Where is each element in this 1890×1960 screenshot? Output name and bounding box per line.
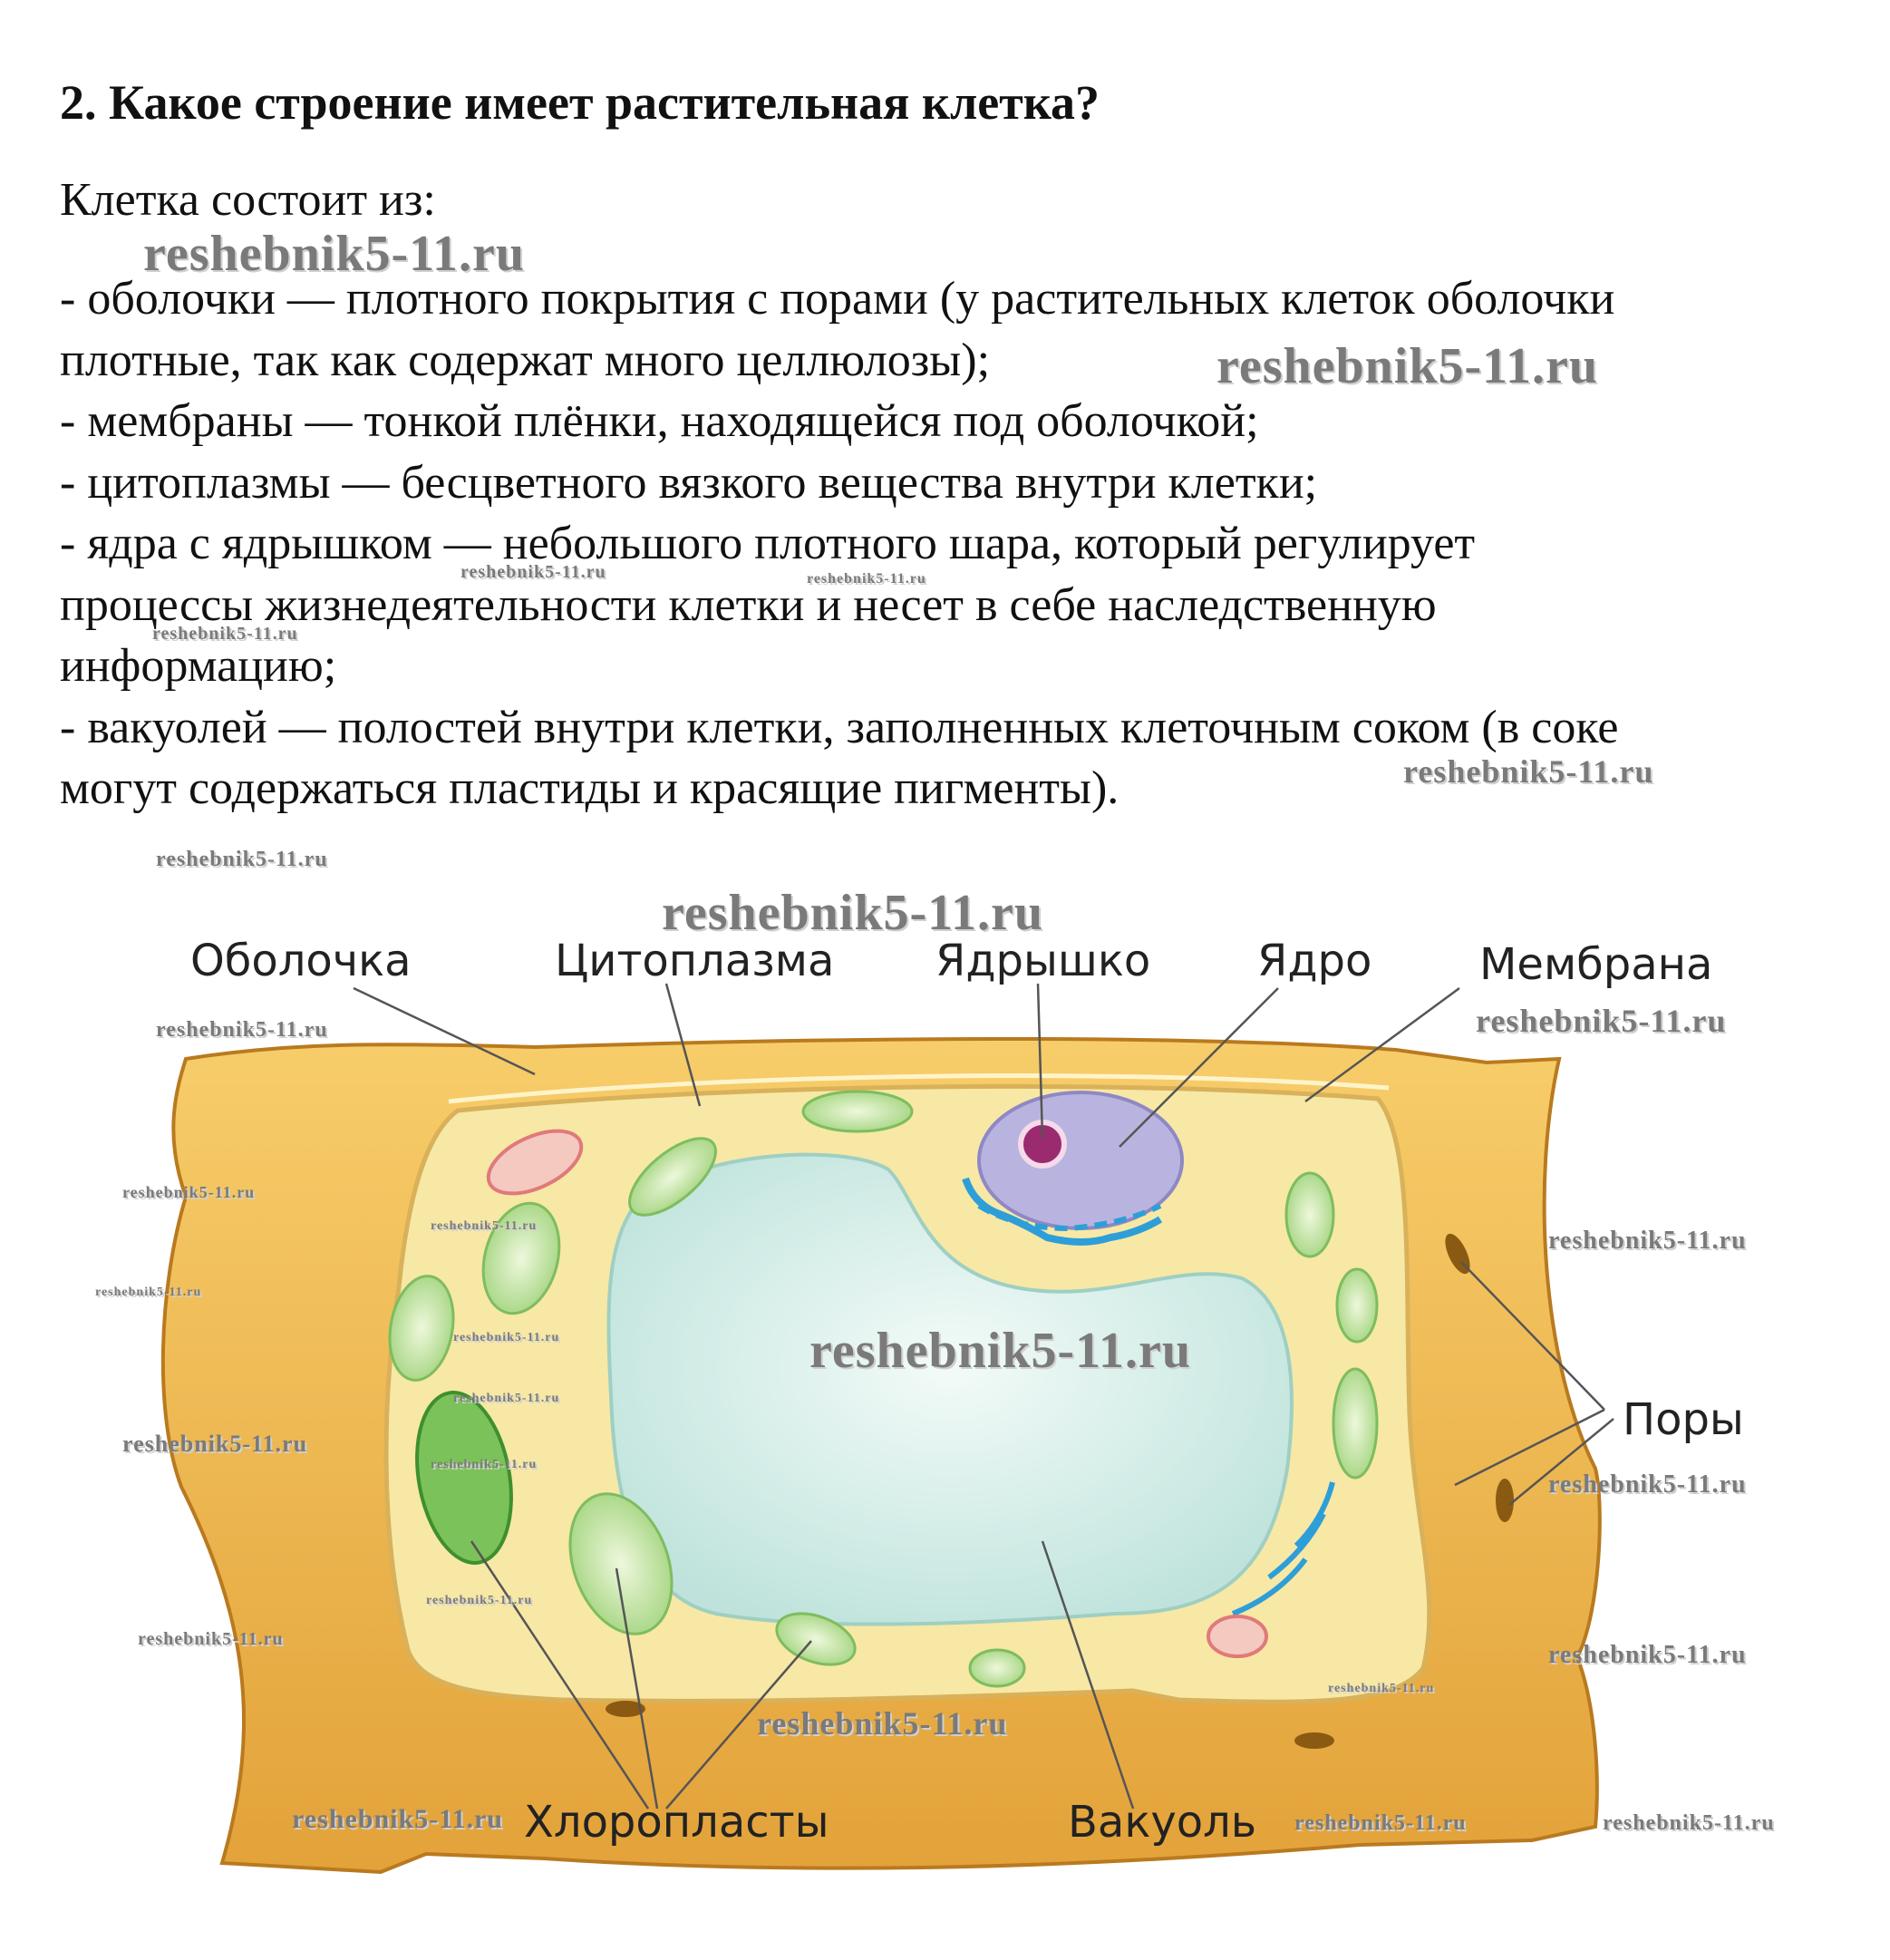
watermark: reshebnik5-11.ru — [1548, 1227, 1747, 1255]
watermark: reshebnik5-11.ru — [431, 1219, 538, 1233]
answer-line: - мембраны — тонкой плёнки, находящейся … — [60, 395, 1259, 447]
watermark: reshebnik5-11.ru — [292, 1804, 503, 1834]
chloroplast — [388, 1275, 455, 1382]
chloroplast — [628, 1137, 717, 1217]
watermark: reshebnik5-11.ru — [453, 1392, 560, 1405]
chloroplast — [486, 1129, 584, 1196]
label-nucleus: Ядро — [1257, 936, 1372, 986]
watermark: reshebnik5-11.ru — [431, 1458, 538, 1471]
answer-line: процессы жизнедеятельности клетки и несе… — [60, 578, 1437, 631]
plant-cell-diagram: Оболочка Цитоплазма Ядрышко Ядро Мембран… — [0, 888, 1890, 1960]
chloroplast — [775, 1612, 857, 1666]
watermark: reshebnik5-11.ru — [1476, 1003, 1727, 1039]
watermark: reshebnik5-11.ru — [156, 1018, 328, 1042]
question-title: 2. Какое строение имеет растительная кле… — [60, 75, 1100, 130]
chloroplast — [1284, 1171, 1335, 1258]
answer-line: - цитоплазмы — бесцветного вязкого вещес… — [60, 456, 1318, 509]
chloroplast — [1335, 1267, 1379, 1344]
answer-line: плотные, так как содержат много целлюлоз… — [60, 334, 991, 386]
answer-line: - вакуолей — полостей внутри клетки, зап… — [60, 701, 1619, 753]
watermark: reshebnik5-11.ru — [138, 1629, 284, 1649]
label-membrane: Мембрана — [1479, 939, 1713, 990]
label-cytoplasm: Цитоплазма — [555, 936, 835, 986]
watermark: reshebnik5-11.ru — [1294, 1811, 1467, 1835]
watermark: reshebnik5-11.ru — [122, 1183, 256, 1201]
watermark: reshebnik5-11.ru — [662, 885, 1044, 941]
watermark: reshebnik5-11.ru — [460, 562, 606, 582]
watermark: reshebnik5-11.ru — [1216, 338, 1599, 394]
watermark: reshebnik5-11.ru — [143, 226, 526, 282]
plant-cell-illustration — [160, 983, 1614, 1875]
pore — [1294, 1732, 1334, 1749]
pore — [1496, 1479, 1514, 1522]
watermark: reshebnik5-11.ru — [1548, 1641, 1747, 1669]
watermark: reshebnik5-11.ru — [807, 571, 926, 587]
label-cell-wall: Оболочка — [190, 936, 412, 986]
label-pores: Поры — [1623, 1394, 1744, 1445]
chloroplast — [1332, 1367, 1379, 1480]
chloroplast — [415, 1391, 513, 1565]
answer-line: информацию; — [60, 640, 337, 692]
chloroplast — [481, 1201, 561, 1315]
label-vacuole: Вакуоль — [1068, 1797, 1257, 1848]
answer-intro: Клетка состоит из: — [60, 174, 436, 226]
watermark: reshebnik5-11.ru — [1403, 753, 1654, 790]
watermark: reshebnik5-11.ru — [1603, 1811, 1775, 1835]
chloroplast — [968, 1648, 1026, 1688]
watermark: reshebnik5-11.ru — [1328, 1682, 1435, 1695]
answer-line: - ядра с ядрышком — небольшого плотного … — [60, 518, 1476, 569]
chloroplast — [801, 1090, 914, 1133]
label-nucleolus: Ядрышко — [935, 936, 1151, 986]
leader-lines — [353, 983, 1614, 1810]
watermark: reshebnik5-11.ru — [122, 1431, 308, 1457]
watermark: reshebnik5-11.ru — [426, 1594, 533, 1607]
chloroplast — [568, 1492, 674, 1635]
watermark: reshebnik5-11.ru — [156, 848, 328, 871]
label-chloroplasts: Хлоропласты — [524, 1797, 829, 1848]
watermark: reshebnik5-11.ru — [757, 1705, 1008, 1742]
answer-line: могут содержаться пластиды и красящие пи… — [60, 762, 1119, 814]
watermark: reshebnik5-11.ru — [152, 624, 298, 644]
answer-line: - оболочки — плотного покрытия с порами … — [60, 273, 1615, 325]
watermark: reshebnik5-11.ru — [95, 1286, 202, 1299]
watermark: reshebnik5-11.ru — [809, 1323, 1192, 1379]
answer-list: - оболочки — плотного покрытия с порами … — [60, 268, 1618, 820]
watermark: reshebnik5-11.ru — [1548, 1470, 1747, 1499]
chloroplast — [1207, 1615, 1268, 1658]
watermark: reshebnik5-11.ru — [453, 1331, 560, 1344]
pore — [606, 1701, 645, 1717]
